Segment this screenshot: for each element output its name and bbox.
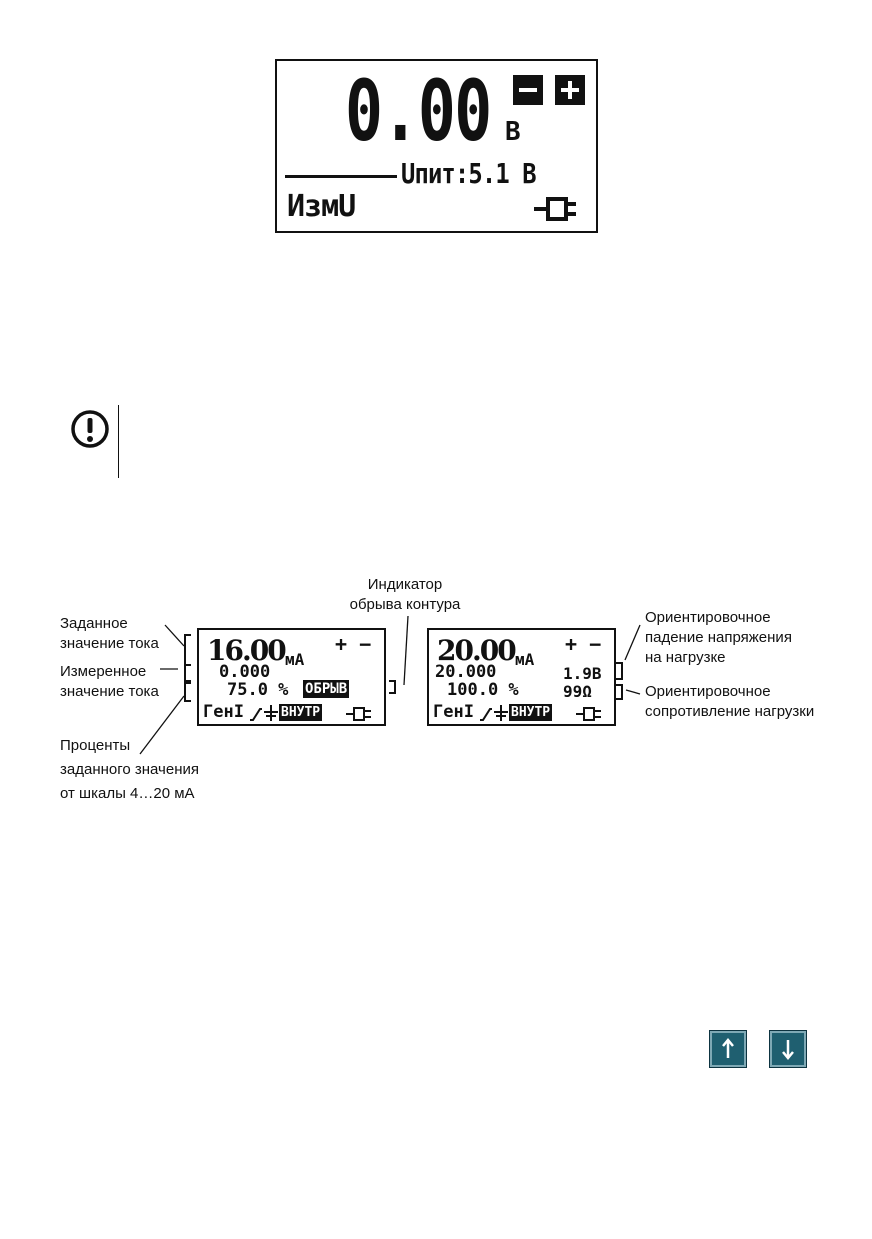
- left-percent: 75.0 %: [227, 680, 289, 700]
- plug-icon: [346, 707, 371, 721]
- exclamation-circle-icon: [71, 410, 109, 448]
- break-indicator-label: Индикатор обрыва контура: [349, 576, 461, 613]
- display-unit: В: [505, 117, 521, 147]
- right-source-badge: ВНУТР: [509, 704, 553, 721]
- resistance-label: Ориентировочное сопротивление нагрузки: [645, 683, 815, 720]
- plus-box: [555, 75, 585, 105]
- left-set-value: 16.00: [207, 634, 287, 667]
- down-arrow-button[interactable]: [769, 1030, 807, 1068]
- left-plus-minus: + −: [335, 632, 372, 656]
- display-left: 16.00 мА + − 0.000 75.0 % ОБРЫВ ГенI ВНУ…: [197, 628, 386, 726]
- right-percent: 100.0 %: [447, 680, 519, 700]
- left-measured: 0.000: [219, 662, 271, 682]
- display-divider: [285, 175, 397, 178]
- percent-label: Проценты заданного значения от шкалы 4…2…: [60, 737, 199, 802]
- bracket-voltage: [616, 662, 623, 680]
- display-value: 0.00: [345, 62, 492, 160]
- ground-icon: [264, 705, 278, 721]
- ramp-icon: [480, 708, 492, 721]
- arrow-down-icon: [782, 1040, 794, 1060]
- right-set-value: 20.00: [437, 634, 517, 667]
- right-voltage: 1.9В: [563, 664, 602, 683]
- break-badge: ОБРЫВ: [303, 680, 350, 698]
- ground-icon: [494, 705, 508, 721]
- left-mode: ГенI: [203, 702, 244, 722]
- mode-label: ИзмU: [287, 189, 356, 224]
- measured-current-label: Измеренное значение тока: [60, 663, 159, 700]
- supply-voltage-label: Uпит:5.1 В: [401, 157, 537, 190]
- ramp-icon: [250, 708, 262, 721]
- set-current-label: Заданное значение тока: [60, 615, 159, 652]
- display-right: 20.00 мА + − 20.000 1.9В 100.0 % 99Ω Ген…: [427, 628, 616, 726]
- right-plus-minus: + −: [565, 632, 602, 656]
- right-unit: мА: [515, 650, 535, 669]
- minus-box: [513, 75, 543, 105]
- bracket-break: [389, 680, 396, 694]
- bracket-percent: [184, 682, 191, 702]
- up-arrow-button[interactable]: [709, 1030, 747, 1068]
- right-mode: ГенI: [433, 702, 474, 722]
- plug-icon: [576, 707, 601, 721]
- bracket-set: [184, 634, 191, 666]
- right-measured: 20.000: [435, 662, 497, 682]
- voltage-display: 0.00 В Uпит:5.1 В ИзмU: [275, 59, 598, 233]
- warning-divider: [118, 405, 119, 478]
- leader-lines: [139, 615, 641, 755]
- right-resistance: 99Ω: [563, 682, 592, 701]
- plug-icon: [534, 197, 576, 221]
- arrow-up-icon: [722, 1038, 734, 1058]
- bracket-resistance: [616, 684, 623, 700]
- bracket-measured: [184, 664, 191, 682]
- voltage-drop-label: Ориентировочное падение напряжения на на…: [645, 609, 792, 666]
- left-source-badge: ВНУТР: [279, 704, 323, 721]
- left-unit: мА: [285, 650, 305, 669]
